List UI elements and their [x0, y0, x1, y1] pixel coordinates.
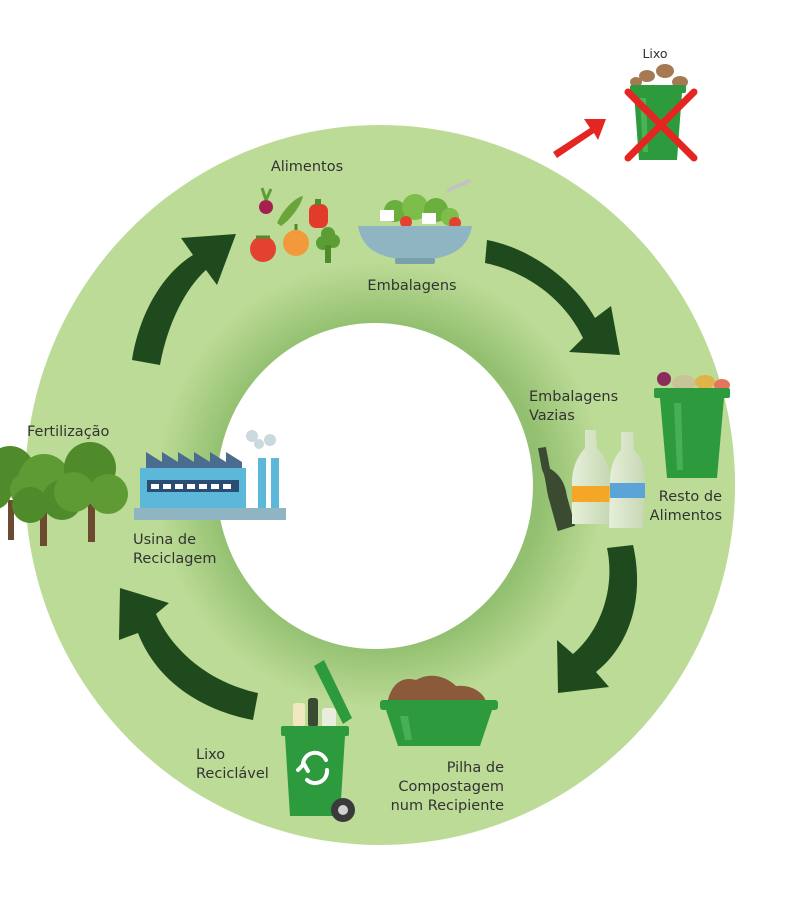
recycling-plant-label: Usina de Reciclagem — [133, 531, 216, 569]
food-leftovers-line-1: Resto de — [658, 489, 722, 505]
recycling-bin-icon — [281, 660, 355, 822]
food-label: Alimentos — [252, 158, 362, 177]
recyclable-line-2: Reciclável — [196, 766, 269, 782]
trash-label-text: Lixo — [642, 46, 668, 61]
compost-line-3: num Recipiente — [390, 798, 504, 814]
fertilization-label-text: Fertilização — [27, 424, 110, 440]
compost-line-1: Pilha de — [446, 760, 504, 776]
packaging-label-text: Embalagens — [367, 278, 457, 294]
recycling-plant-line-2: Reciclagem — [133, 551, 217, 567]
trees-icon — [0, 442, 128, 546]
empty-bottles-icon — [537, 430, 645, 532]
trash-label: Lixo — [630, 44, 680, 63]
compost-label: Pilha de Compostagem num Recipiente — [372, 759, 504, 816]
recyclable-line-1: Lixo — [196, 747, 226, 763]
cycle-arrow-icon — [132, 234, 236, 365]
vegetables-icon — [250, 187, 340, 263]
food-leftovers-label: Resto de Alimentos — [622, 488, 722, 526]
recyclable-label: Lixo Reciclável — [196, 746, 269, 784]
packaging-label: Embalagens — [352, 277, 472, 296]
fertilization-label: Fertilização — [27, 423, 109, 442]
crossed-trash-bin-icon — [553, 64, 698, 162]
cycle-arrow-icon — [485, 240, 620, 355]
salad-bowl-icon — [358, 179, 472, 264]
cycle-arrow-icon — [119, 588, 258, 720]
food-waste-bin-icon — [654, 372, 730, 478]
compost-line-2: Compostagem — [398, 779, 504, 795]
recycling-plant-line-1: Usina de — [133, 532, 197, 548]
food-label-text: Alimentos — [270, 159, 344, 175]
empty-packaging-line-2: Vazias — [529, 408, 575, 424]
empty-packaging-line-1: Embalagens — [529, 389, 619, 405]
compost-tub-icon — [380, 675, 498, 746]
recycling-factory-icon — [134, 430, 286, 520]
food-leftovers-line-2: Alimentos — [649, 508, 722, 524]
cycle-arrow-icon — [557, 545, 638, 693]
empty-packaging-label: Embalagens Vazias — [529, 388, 618, 426]
